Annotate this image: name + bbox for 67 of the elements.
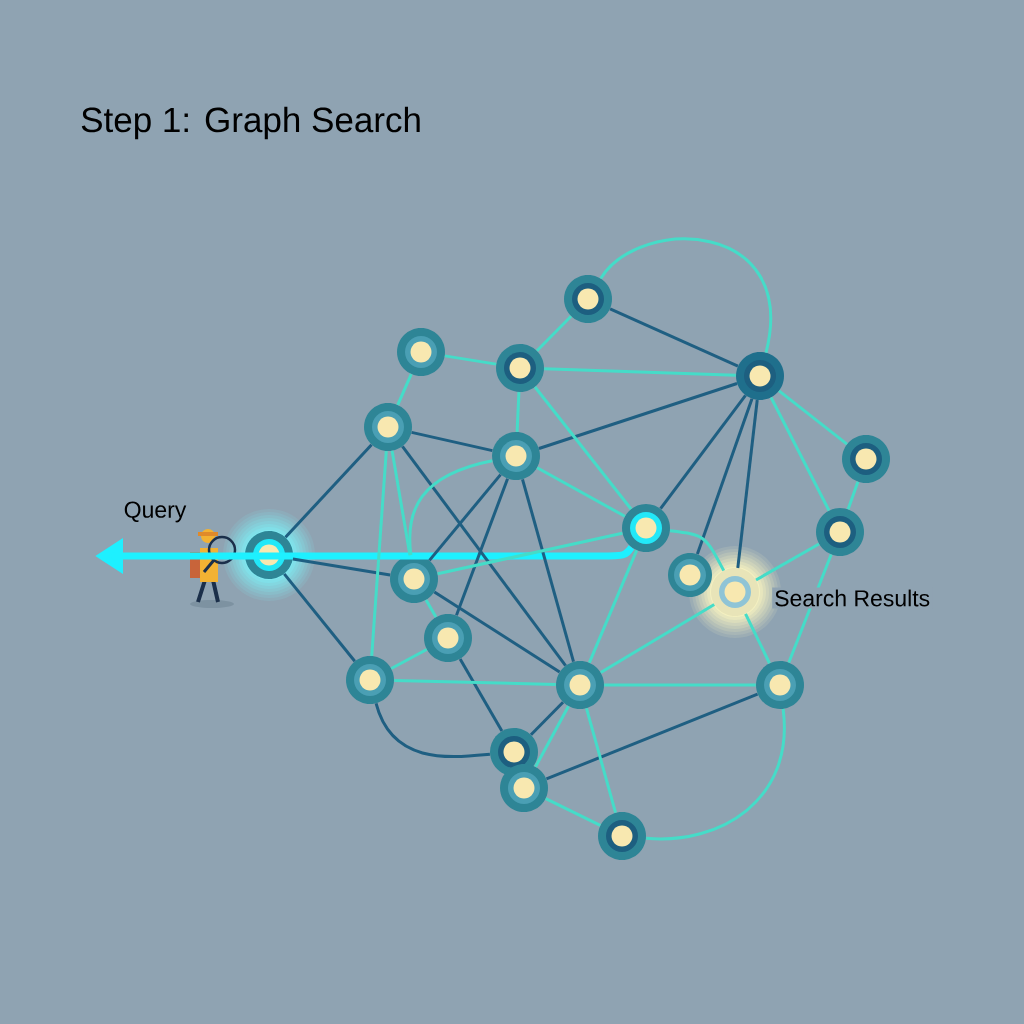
graph-node [245, 531, 293, 579]
connector-line [283, 572, 356, 663]
connector-line [394, 679, 556, 686]
graph-node [496, 344, 544, 392]
graph-node [622, 504, 670, 552]
connector-line [428, 473, 502, 562]
result-label: Search Results [775, 589, 930, 607]
graph-node [756, 661, 804, 709]
connector-line [444, 354, 497, 366]
graph-node [842, 435, 890, 483]
connector-line [736, 399, 759, 569]
graph-node [816, 508, 864, 556]
connector-line [538, 382, 738, 450]
connector-line [588, 549, 639, 664]
graph-node [424, 614, 472, 662]
graph-node [492, 432, 540, 480]
connector-line [433, 590, 561, 674]
graph-node [556, 661, 604, 709]
connector-line [292, 557, 391, 577]
connector-line [408, 459, 493, 556]
connector-line [536, 466, 626, 518]
graph-node [364, 403, 412, 451]
connector-line [424, 599, 438, 618]
connector-line [846, 481, 860, 510]
connector-line [544, 367, 736, 377]
connector-line [695, 398, 754, 555]
connector-line [599, 237, 772, 353]
connector-line [646, 708, 786, 841]
connector-line [534, 705, 570, 768]
connector-line [521, 478, 575, 663]
connector-line [755, 542, 820, 582]
connector-line [545, 692, 759, 781]
graph-node [711, 568, 759, 616]
connector-line [390, 648, 428, 670]
graph-node [564, 275, 612, 323]
connector-line [669, 529, 726, 572]
graph-node [500, 764, 548, 812]
connector-line [545, 797, 601, 827]
connector-line [390, 450, 412, 556]
connector-line [769, 396, 831, 512]
connector-line [374, 702, 491, 759]
connector-line [778, 389, 848, 446]
graph-node [598, 812, 646, 860]
connector-line [535, 315, 573, 352]
connector-line [600, 603, 716, 674]
graph-node [736, 352, 784, 400]
connector-line [370, 451, 388, 656]
connector-line [609, 307, 739, 368]
connector-line [411, 430, 493, 453]
connector-line [455, 478, 509, 616]
connector-line [529, 701, 565, 736]
graph-node [668, 553, 712, 597]
graph-node [397, 328, 445, 376]
connector-line [659, 394, 747, 510]
connector-line [458, 658, 504, 732]
connector-line [744, 613, 771, 664]
connector-line [533, 386, 633, 510]
connector-line [401, 445, 567, 667]
connector-line [396, 373, 413, 406]
connector-line [284, 443, 373, 539]
connector-line [585, 707, 617, 814]
connector-line [437, 531, 623, 576]
text-label: Query [124, 501, 187, 523]
graph-node [346, 656, 394, 704]
connector-line [604, 683, 756, 687]
title: Step 1: Graph Search [81, 106, 420, 140]
connector-line [515, 392, 521, 432]
